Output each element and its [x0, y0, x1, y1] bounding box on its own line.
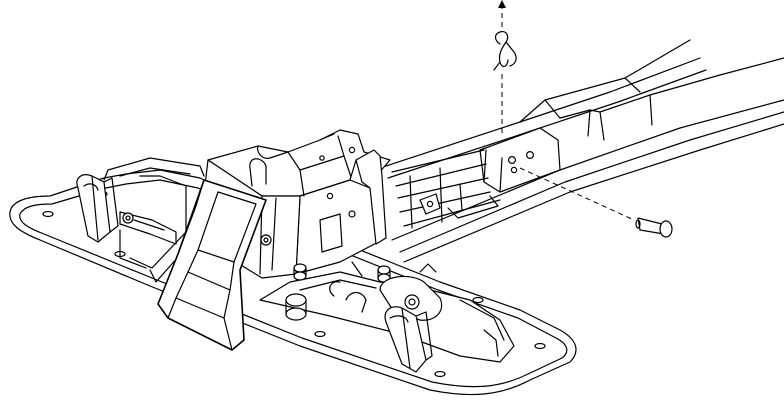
- pin-insertion-dashed-line: [519, 167, 635, 221]
- clevis-pin: [635, 217, 673, 238]
- rear-spring-clip: [76, 174, 119, 243]
- seat-rail: [379, 39, 784, 263]
- cam-lever: [157, 179, 267, 351]
- hairpin-cotter-clip: [493, 31, 517, 71]
- removal-direction-dashed-line: [498, 0, 506, 136]
- arrow-up-icon: [498, 0, 506, 8]
- front-spring-clip: [384, 306, 433, 373]
